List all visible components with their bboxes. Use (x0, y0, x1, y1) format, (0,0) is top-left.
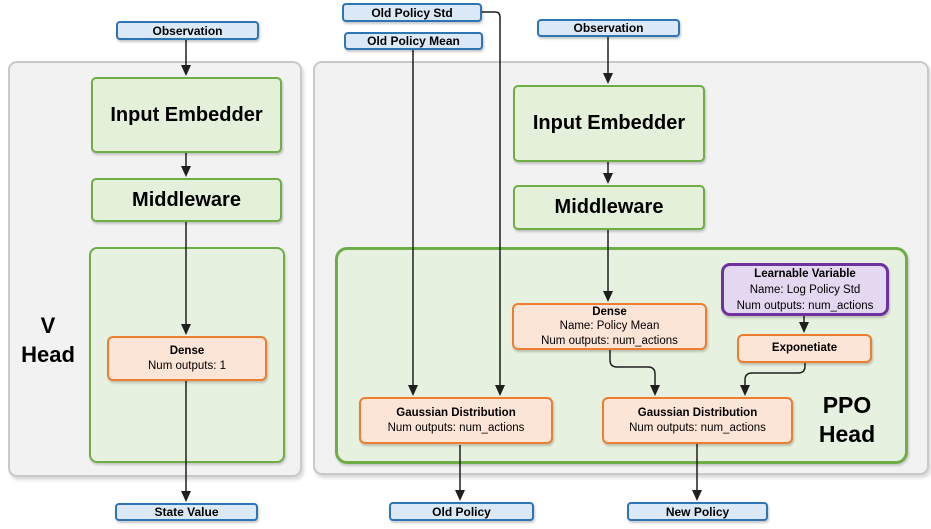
wire-dense-to-gaussian-new (609, 350, 660, 396)
learnable-variable-outputs: Num outputs: num_actions (736, 299, 874, 312)
v-head-label-line1: V (40, 313, 56, 338)
old-policy-std-input: Old Policy Std (342, 3, 482, 22)
dense-policy-mean-outputs: Num outputs: num_actions (541, 334, 678, 347)
wire-exponetiate-to-gaussian-new (740, 363, 806, 396)
gaussian-old-outputs: Num outputs: num_actions (387, 421, 525, 434)
ppo-head-label: PPO Head (802, 391, 892, 449)
new-policy-output: New Policy (627, 502, 768, 521)
ppo-head-label-line1: PPO (822, 392, 872, 418)
dense-policy-mean-layer: Dense Name: Policy Mean Num outputs: num… (512, 303, 707, 350)
state-value-output: State Value (115, 503, 258, 521)
old-policy-mean-input: Old Policy Mean (344, 32, 483, 50)
input-embedder-block-ppo: Input Embedder (513, 85, 705, 162)
wire-old-policy-std-to-gaussian-old (482, 11, 505, 396)
exponetiate-label: Exponetiate (771, 342, 838, 354)
gaussian-old-title: Gaussian Distribution (396, 406, 516, 419)
old-policy-output: Old Policy (389, 502, 534, 521)
gaussian-distribution-old: Gaussian Distribution Num outputs: num_a… (359, 397, 553, 444)
middleware-block-v: Middleware (91, 178, 282, 222)
gaussian-distribution-new: Gaussian Distribution Num outputs: num_a… (602, 397, 793, 444)
gaussian-new-title: Gaussian Distribution (637, 406, 758, 419)
v-head-label: V Head (8, 311, 88, 369)
gaussian-new-outputs: Num outputs: num_actions (629, 421, 766, 434)
dense-layer-v: Dense Num outputs: 1 (107, 336, 267, 381)
middleware-block-ppo: Middleware (513, 185, 705, 230)
v-head-label-line2: Head (21, 342, 75, 367)
dense-layer-v-outputs: Num outputs: 1 (148, 359, 226, 372)
learnable-variable-block: Learnable Variable Name: Log Policy Std … (721, 263, 889, 316)
input-embedder-block-v: Input Embedder (91, 77, 282, 153)
observation-input-v: Observation (116, 21, 259, 40)
dense-layer-v-title: Dense (169, 344, 205, 357)
dense-policy-mean-name: Name: Policy Mean (559, 320, 660, 333)
dense-policy-mean-title: Dense (592, 305, 627, 318)
observation-input-ppo: Observation (537, 19, 680, 37)
exponetiate-layer: Exponetiate (737, 334, 872, 363)
learnable-variable-title: Learnable Variable (754, 267, 856, 280)
learnable-variable-name: Name: Log Policy Std (749, 283, 861, 296)
ppo-head-label-line2: Head (818, 421, 876, 447)
